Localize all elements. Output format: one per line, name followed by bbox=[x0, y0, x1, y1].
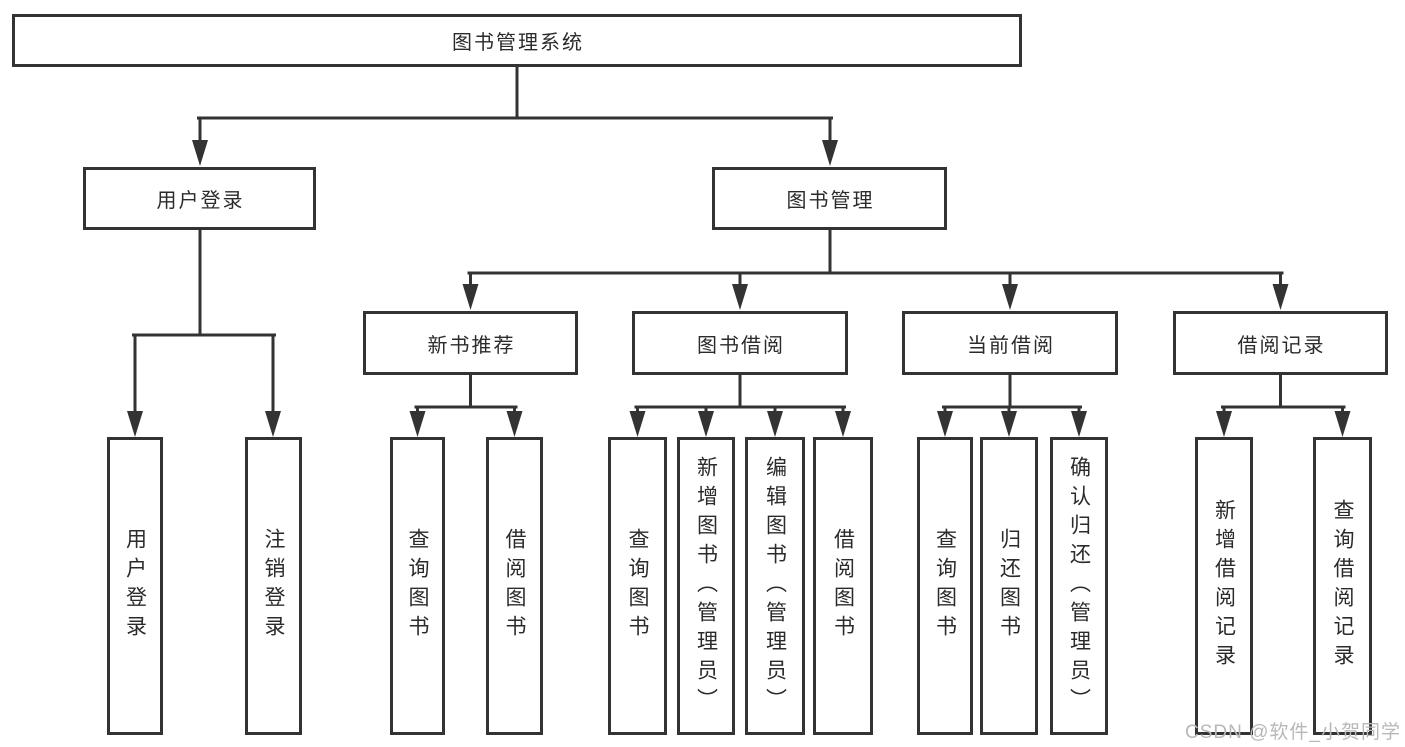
node-book-management: 图书管理 bbox=[712, 167, 947, 230]
leaf-query-book-current: 查询图书 bbox=[917, 437, 973, 735]
leaf-return-book: 归还图书 bbox=[980, 437, 1038, 735]
connector-new-book-children bbox=[409, 373, 523, 437]
connector-user-login-children bbox=[127, 228, 281, 437]
leaf-confirm-return-admin: 确认归还（管理员） bbox=[1050, 437, 1108, 735]
leaf-edit-book-admin: 编辑图书（管理员） bbox=[745, 437, 805, 735]
csdn-watermark: CSDN @软件_小贺同学 bbox=[1185, 722, 1401, 743]
connector-root-to-level2 bbox=[192, 65, 838, 166]
leaf-logout: 注销登录 bbox=[245, 437, 302, 735]
leaf-user-login: 用户登录 bbox=[107, 437, 163, 735]
node-new-book-recommend: 新书推荐 bbox=[363, 311, 578, 375]
node-library-system: 图书管理系统 bbox=[12, 14, 1022, 67]
leaf-query-book-recommend: 查询图书 bbox=[390, 437, 445, 735]
leaf-query-borrow-record: 查询借阅记录 bbox=[1313, 437, 1372, 735]
leaf-add-borrow-record: 新增借阅记录 bbox=[1195, 437, 1253, 735]
node-borrow-records: 借阅记录 bbox=[1173, 311, 1388, 375]
node-current-borrow: 当前借阅 bbox=[902, 311, 1118, 375]
node-user-login: 用户登录 bbox=[83, 167, 316, 230]
node-book-borrow: 图书借阅 bbox=[632, 311, 848, 375]
connector-borrow-records-children bbox=[1216, 373, 1351, 437]
connector-current-borrow-children bbox=[937, 373, 1087, 437]
leaf-add-book-admin: 新增图书（管理员） bbox=[677, 437, 735, 735]
connector-book-borrow-children bbox=[629, 373, 851, 437]
leaf-borrow-book: 借阅图书 bbox=[813, 437, 873, 735]
leaf-query-book-borrow: 查询图书 bbox=[608, 437, 667, 735]
leaf-borrow-book-recommend: 借阅图书 bbox=[486, 437, 543, 735]
connector-book-management-children bbox=[462, 228, 1289, 310]
